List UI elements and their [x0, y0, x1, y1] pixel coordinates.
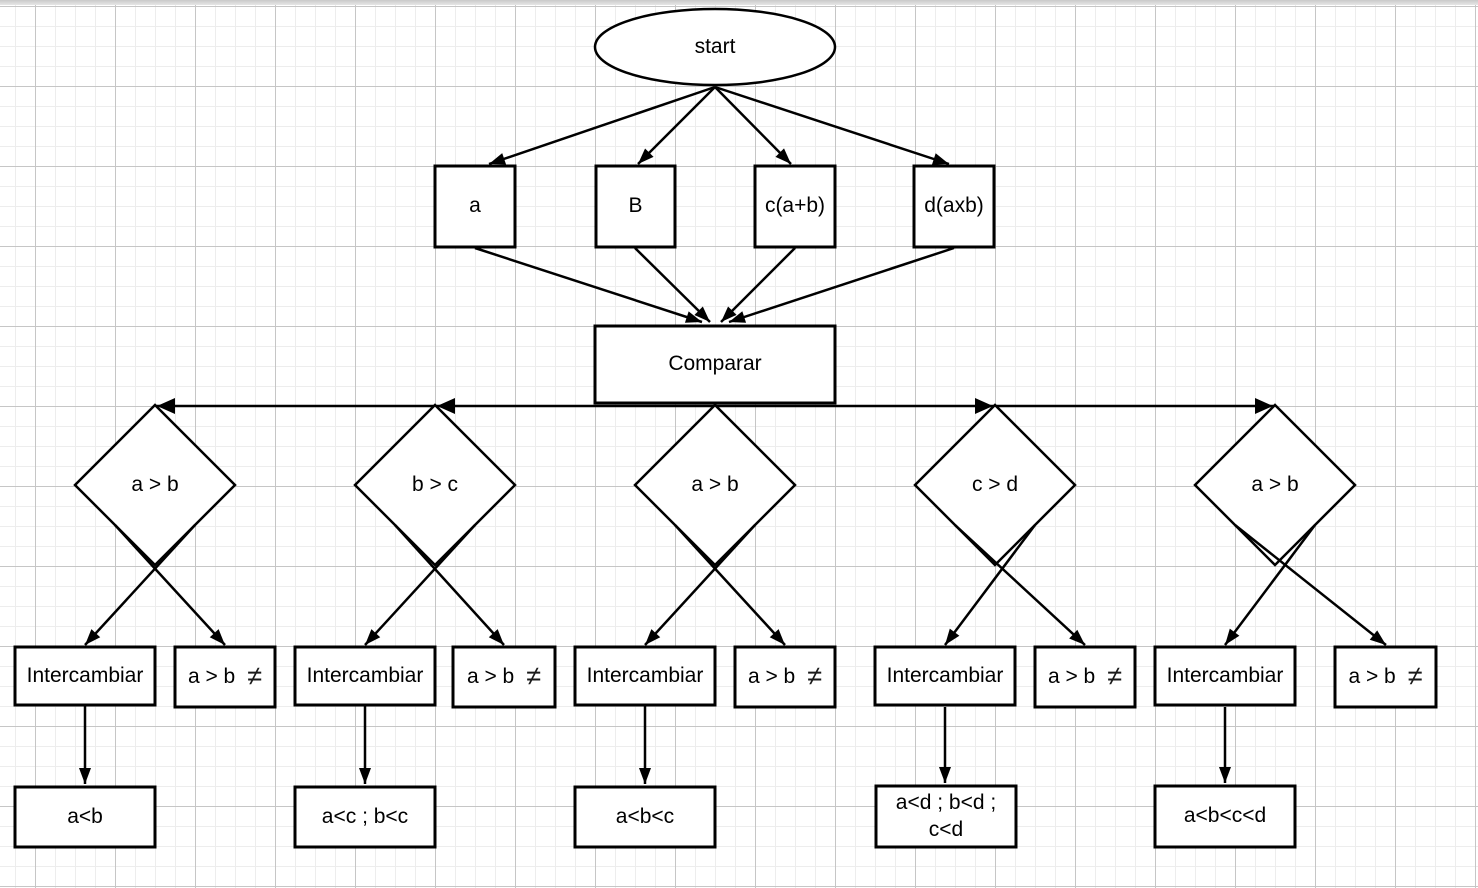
connector-start-to-a[interactable]	[488, 85, 716, 166]
result-box-5[interactable]	[1153, 784, 1297, 849]
decision-diamond-2[interactable]	[353, 403, 517, 567]
connector-b-to-comparar[interactable]	[634, 247, 711, 323]
arrowhead-to-diamond-2	[437, 398, 455, 414]
connector-diamond5-to-swap[interactable]	[1224, 524, 1316, 646]
keep-box-4[interactable]	[1033, 645, 1137, 709]
input-box-c[interactable]	[753, 164, 837, 249]
connector-start-to-b[interactable]	[637, 86, 716, 165]
keep-box-3[interactable]	[733, 645, 837, 709]
decision-diamond-3[interactable]	[633, 403, 797, 567]
decision-diamond-5[interactable]	[1193, 403, 1357, 567]
connector-diamond4-to-swap[interactable]	[944, 524, 1036, 646]
swap-box-5[interactable]	[1153, 645, 1297, 707]
result-box-2[interactable]	[293, 785, 437, 849]
window-top-edge	[0, 0, 1478, 5]
swap-box-4[interactable]	[873, 645, 1017, 707]
swap-box-1[interactable]	[13, 645, 157, 707]
arrowhead-to-diamond-4	[975, 398, 993, 414]
connector-diamond1-to-keep[interactable]	[114, 524, 226, 646]
keep-box-1[interactable]	[173, 645, 277, 709]
connector-diamond4-to-keep[interactable]	[954, 524, 1086, 646]
decision-diamond-1[interactable]	[73, 403, 237, 567]
connector-start-to-c[interactable]	[714, 86, 792, 165]
connector-start-to-d[interactable]	[714, 85, 950, 166]
connector-diamond3-to-keep[interactable]	[674, 524, 786, 646]
connector-diamond1-to-swap[interactable]	[84, 524, 196, 646]
comparar-box[interactable]	[593, 324, 837, 405]
arrowhead-to-diamond-1	[157, 398, 175, 414]
connector-diamond2-to-keep[interactable]	[394, 524, 505, 646]
input-box-a[interactable]	[433, 164, 517, 249]
arrowhead-to-diamond-5	[1255, 398, 1273, 414]
decision-diamond-4[interactable]	[913, 403, 1077, 567]
connector-c-to-comparar[interactable]	[720, 247, 796, 323]
connector-a-to-comparar[interactable]	[474, 246, 703, 324]
connector-diamond5-to-keep[interactable]	[1234, 524, 1387, 646]
input-box-b[interactable]	[594, 164, 677, 249]
result-box-3[interactable]	[573, 785, 717, 849]
result-box-1[interactable]	[13, 785, 157, 849]
swap-box-2[interactable]	[293, 645, 437, 707]
result-box-4[interactable]	[874, 784, 1018, 849]
swap-box-3[interactable]	[573, 645, 717, 707]
keep-box-2[interactable]	[451, 645, 557, 709]
keep-box-5[interactable]	[1333, 645, 1438, 709]
input-box-d[interactable]	[912, 164, 996, 249]
start-node[interactable]	[593, 7, 837, 87]
connector-diamond2-to-swap[interactable]	[364, 524, 476, 646]
connector-diamond3-to-swap[interactable]	[644, 524, 756, 646]
connector-d-to-comparar[interactable]	[728, 246, 955, 324]
